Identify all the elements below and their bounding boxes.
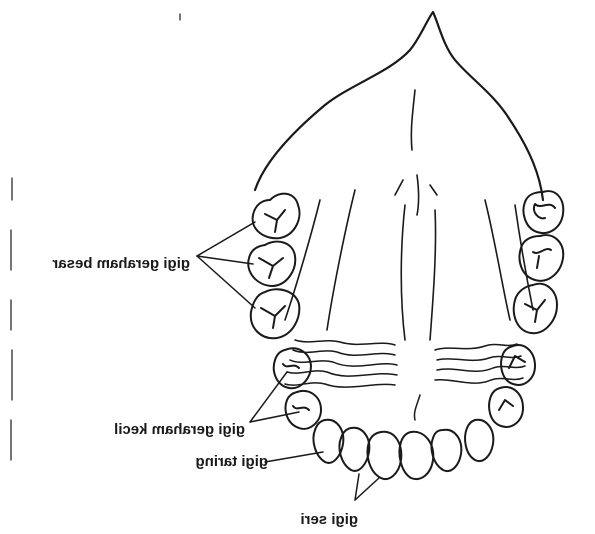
molars-left-side bbox=[248, 194, 299, 339]
label-premolars: gigi geraham kecil bbox=[114, 421, 245, 438]
incisors bbox=[339, 428, 461, 479]
label-incisors: gigi seri bbox=[300, 511, 358, 528]
premolars-left-side bbox=[274, 348, 321, 429]
label-canine: gigi taring bbox=[196, 453, 269, 470]
label-molars: gigi geraham besar bbox=[52, 255, 190, 272]
canine-right-side bbox=[465, 420, 493, 461]
canine-left-side bbox=[313, 420, 343, 463]
scan-artifacts bbox=[11, 14, 180, 460]
palate-folds bbox=[285, 90, 533, 340]
label-group: gigi geraham besar gigi geraham kecil gi… bbox=[52, 255, 358, 528]
molars-right-side bbox=[514, 191, 563, 333]
palate-outline bbox=[255, 12, 543, 200]
